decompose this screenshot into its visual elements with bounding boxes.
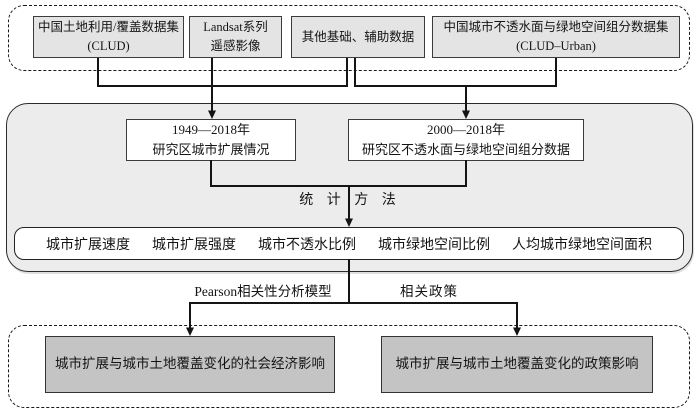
source-box-landsat: Landsat系列 遥感影像 [189, 16, 282, 58]
source-box-clud-urban-line1: 中国城市不透水面与绿地空间组分数据集 [443, 20, 669, 35]
outcome-box-policy-text: 城市扩展与城市土地覆盖变化的政策影响 [395, 356, 639, 372]
metric-item: 城市绿地空间比例 [378, 237, 490, 253]
outcome-box-socioeconomic-text: 城市扩展与城市土地覆盖变化的社会经济影响 [55, 356, 325, 372]
derived-box-urban-expansion: 1949—2018年 研究区城市扩展情况 [126, 119, 296, 161]
derived-box-urban-expansion-line1: 1949—2018年 [171, 121, 250, 137]
derived-box-impervious-green: 2000—2018年 研究区不透水面与绿地空间组分数据 [348, 119, 584, 161]
outcome-box-socioeconomic: 城市扩展与城市土地覆盖变化的社会经济影响 [45, 336, 335, 393]
source-box-clud-line2: (CLUD) [87, 39, 130, 53]
outcome-box-policy: 城市扩展与城市土地覆盖变化的政策影响 [381, 336, 653, 393]
metric-item: 城市扩展强度 [152, 237, 236, 253]
source-box-clud: 中国土地利用/覆盖数据集 (CLUD) [33, 16, 184, 58]
metrics-box: 城市扩展速度 城市扩展强度 城市不透水比例 城市绿地空间比例 人均城市绿地空间面… [14, 227, 684, 260]
source-box-landsat-line1: Landsat系列 [203, 20, 268, 35]
source-box-clud-line1: 中国土地利用/覆盖数据集 [38, 20, 179, 35]
derived-box-impervious-green-line1: 2000—2018年 [426, 121, 505, 137]
source-box-clud-urban-line2: (CLUD–Urban) [516, 39, 596, 53]
source-box-auxiliary-line1: 其他基础、辅助数据 [301, 29, 415, 44]
metric-item: 人均城市绿地空间面积 [512, 237, 652, 253]
source-box-auxiliary: 其他基础、辅助数据 [291, 16, 425, 58]
statistical-method-label: 统 计 方 法 [299, 193, 401, 208]
source-box-landsat-line2: 遥感影像 [210, 39, 261, 53]
metric-item: 城市不透水比例 [258, 237, 356, 253]
pearson-model-label: Pearson相关性分析模型 [194, 284, 332, 299]
metric-item: 城市扩展速度 [46, 237, 130, 253]
policy-label: 相关政策 [400, 284, 458, 299]
derived-box-urban-expansion-line2: 研究区城市扩展情况 [152, 142, 270, 157]
derived-box-impervious-green-line2: 研究区不透水面与绿地空间组分数据 [361, 142, 570, 157]
source-box-clud-urban: 中国城市不透水面与绿地空间组分数据集 (CLUD–Urban) [432, 16, 680, 58]
